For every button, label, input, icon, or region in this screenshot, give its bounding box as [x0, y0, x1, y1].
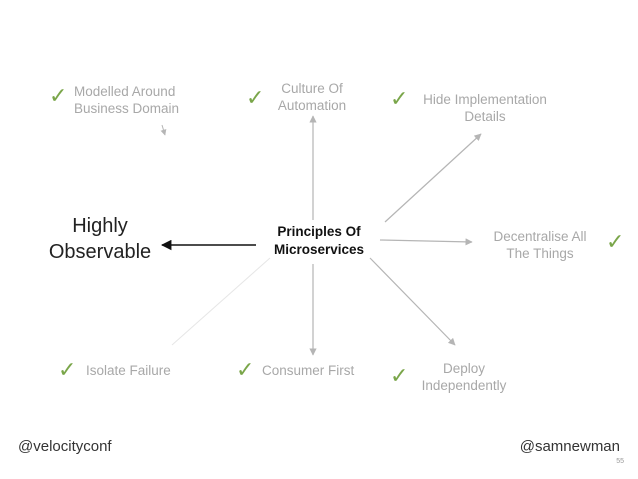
- node-isolate-failure: Isolate Failure: [86, 362, 171, 379]
- check-icon: ✓: [236, 358, 255, 383]
- check-icon: ✓: [390, 364, 409, 389]
- node-line: Deploy: [442, 361, 486, 376]
- node-line: Modelled Around: [74, 84, 176, 99]
- node-consumer-first: Consumer First: [262, 362, 354, 379]
- node-line: Consumer First: [262, 363, 355, 378]
- check-icon: ✓: [390, 87, 409, 112]
- node-line: Hide Implementation: [423, 92, 547, 107]
- check-icon: ✓: [246, 86, 265, 111]
- footer-left-handle: @velocityconf: [18, 438, 112, 455]
- arrow-to-isolate-failure: [171, 257, 271, 346]
- node-line: Automation: [277, 98, 347, 113]
- node-modelled-around: Modelled Around Business Domain: [74, 83, 179, 117]
- center-line-1: Principles Of: [277, 224, 361, 239]
- node-line: Details: [464, 109, 506, 124]
- highlight-line-1: Highly: [72, 215, 128, 237]
- node-line: Culture Of: [281, 81, 343, 96]
- node-hide-implementation: Hide Implementation Details: [410, 91, 560, 125]
- footer-right-handle: @samnewman: [519, 438, 620, 455]
- node-line: The Things: [506, 246, 574, 261]
- node-line: Isolate Failure: [86, 363, 171, 378]
- center-line-2: Microservices: [273, 242, 365, 257]
- arrow-to-decentralise: [379, 238, 473, 246]
- node-line: Business Domain: [74, 101, 180, 116]
- arrow-to-deploy-independently: [369, 257, 456, 346]
- page-number: 55: [616, 458, 624, 465]
- node-deploy-independently: Deploy Independently: [410, 360, 518, 394]
- check-icon: ✓: [606, 230, 625, 255]
- highlight-line-2: Observable: [48, 241, 152, 263]
- node-line: Decentralise All: [493, 229, 587, 244]
- node-culture-of-automation: Culture Of Automation: [262, 80, 362, 114]
- check-icon: ✓: [58, 358, 77, 383]
- arrow-to-modelled-around: [160, 124, 167, 136]
- arrow-to-hide-implementation: [384, 133, 482, 223]
- center-node-principles: Principles Of Microservices: [254, 223, 384, 259]
- node-line: Independently: [421, 378, 507, 393]
- node-decentralise-all-the-things: Decentralise All The Things: [480, 228, 600, 262]
- check-icon: ✓: [49, 84, 68, 109]
- highlighted-node-highly-observable: Highly Observable: [30, 213, 170, 265]
